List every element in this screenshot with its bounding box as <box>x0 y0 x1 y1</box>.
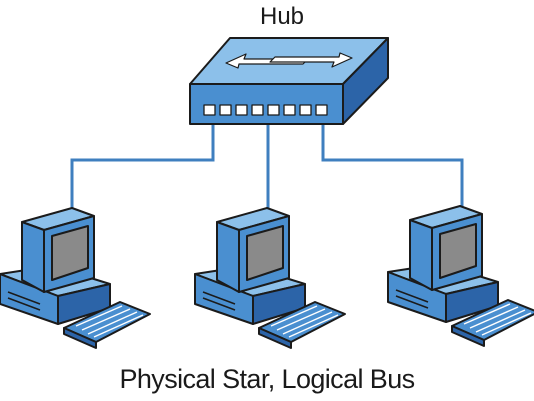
hub-port <box>219 104 232 116</box>
hub-icon <box>189 37 389 125</box>
computer-left <box>0 207 151 349</box>
cables <box>70 122 464 216</box>
computer-center <box>194 207 346 349</box>
hub-port <box>203 104 216 116</box>
diagram-caption: Physical Star, Logical Bus <box>119 364 415 394</box>
hub-label: Hub <box>259 3 305 30</box>
hub-port <box>299 104 312 116</box>
cable-left <box>70 122 215 216</box>
hub-direction-arrows-icon <box>225 52 353 69</box>
hub-port <box>251 104 264 116</box>
cable-right <box>321 122 464 212</box>
hub-port <box>235 104 248 116</box>
hub-port <box>283 104 296 116</box>
hub-ports <box>203 104 328 116</box>
computer-right <box>387 205 534 347</box>
hub-port <box>315 104 328 116</box>
hub-port <box>267 104 280 116</box>
